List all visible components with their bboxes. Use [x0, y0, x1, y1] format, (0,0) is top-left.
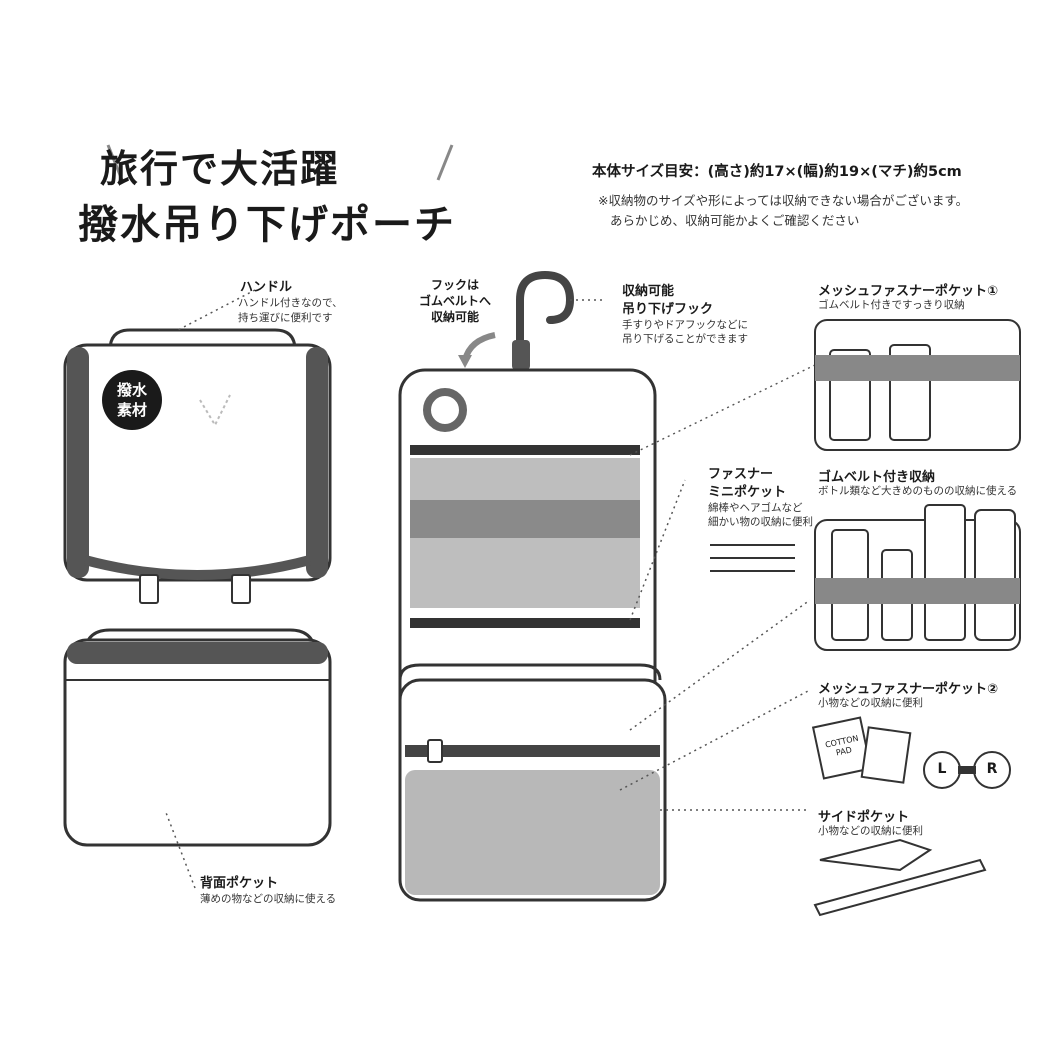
- water-repellent-badge: 撥水 素材: [102, 370, 162, 430]
- mini-pocket-desc1: 綿棒やヘアゴムなど: [708, 502, 803, 514]
- lens-left-label: L: [937, 761, 947, 777]
- title-slash-left: [106, 144, 124, 181]
- side-pocket-desc: 小物などの収納に便利: [818, 825, 923, 837]
- pouch-front: [63, 328, 332, 604]
- mesh-pocket-2-label: メッシュファスナーポケット②: [818, 682, 999, 697]
- hook-label2: 吊り下げフック: [622, 302, 714, 317]
- side-pocket-label: サイドポケット: [818, 810, 910, 825]
- handle-desc1: ハンドル付きなので、: [238, 297, 343, 309]
- mesh-pocket-1-illustration: [814, 319, 1021, 451]
- mesh-pocket-1-label: メッシュファスナーポケット①: [818, 284, 999, 299]
- cotton-swabs-illustration: [710, 544, 795, 572]
- lens-right-label: R: [986, 761, 998, 777]
- elastic-belt-label: ゴムベルト付き収納: [818, 470, 936, 485]
- back-pocket-label: 背面ポケット: [200, 876, 279, 891]
- note-line1: ※収納物のサイズや形によっては収納できない場合がございます。: [598, 193, 969, 208]
- elastic-belt-illustration: [814, 504, 1021, 651]
- pouch-back: [63, 628, 332, 847]
- toothbrush-icon: [813, 858, 987, 917]
- size-spec: 本体サイズ目安：(高さ)約17×(幅)約19×(マチ)約5cm: [592, 164, 962, 180]
- handle-label: ハンドル: [240, 280, 293, 295]
- mini-pocket-label2: ミニポケット: [708, 485, 787, 500]
- note-line2: あらかじめ、収納可能かよくご確認ください: [610, 213, 860, 228]
- title-slash-right: [436, 144, 454, 181]
- leader-lines: [164, 289, 816, 889]
- pouch-open: [398, 368, 667, 902]
- mini-pocket-label1: ファスナー: [708, 467, 774, 482]
- hair-clip-icon: [819, 838, 933, 872]
- back-pocket-desc: 薄めの物などの収納に使える: [200, 893, 337, 905]
- hook-store-label: フックは ゴムベルトへ 収納可能: [418, 278, 491, 324]
- title-line1: 旅行で大活躍: [100, 147, 341, 191]
- elastic-belt-desc: ボトル類など大きめのものの収納に使える: [818, 485, 1018, 497]
- hook-desc2: 吊り下げることができます: [622, 333, 748, 345]
- hook-label1: 収納可能: [622, 284, 675, 299]
- title-line2: 撥水吊り下げポーチ: [78, 202, 456, 248]
- mesh-pocket-1-desc: ゴムベルト付きですっきり収納: [818, 299, 965, 311]
- handle-desc2: 持ち運びに便利です: [238, 312, 333, 324]
- hook-desc1: 手すりやドアフックなどに: [622, 319, 748, 331]
- mesh-pocket-2-desc: 小物などの収納に便利: [818, 697, 923, 709]
- mini-pocket-desc2: 細かい物の収納に便利: [708, 516, 813, 528]
